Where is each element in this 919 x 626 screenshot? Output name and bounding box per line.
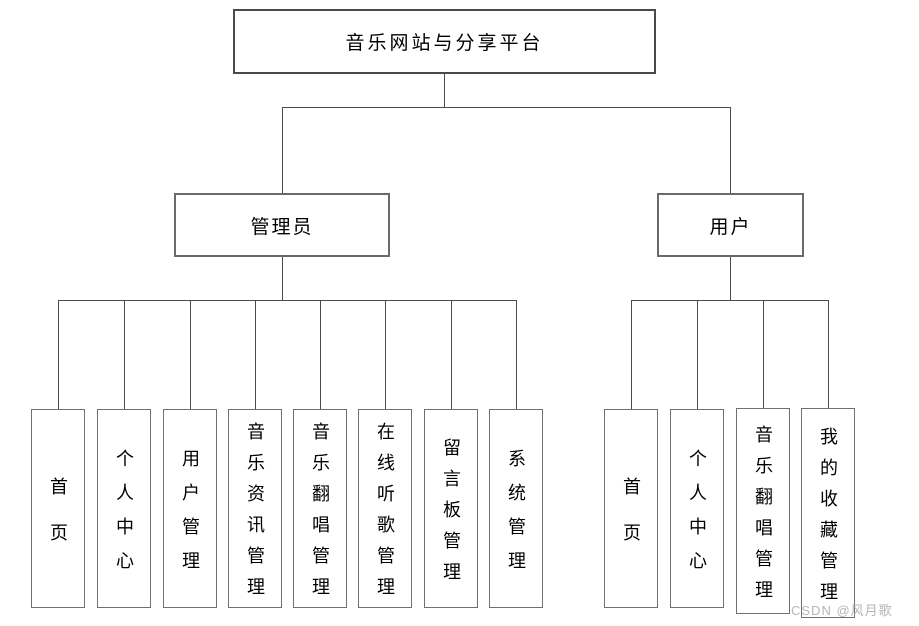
leaf-label: 在线听歌管理 [375,422,395,608]
node-root-label: 音乐网站与分享平台 [345,33,544,54]
node-user-music-cover-mgmt: 音乐翻唱管理 [736,408,790,614]
connector-line [730,257,731,300]
connector-line [730,107,731,193]
node-admin: 管理员 [174,193,390,257]
connector-line [282,107,283,193]
connector-line [385,300,386,409]
node-admin-online-listen-mgmt: 在线听歌管理 [358,409,412,608]
node-admin-music-cover-mgmt: 音乐翻唱管理 [293,409,347,608]
connector-line [451,300,452,409]
leaf-label: 音乐翻唱管理 [310,422,330,608]
connector-line [320,300,321,409]
node-admin-music-info-mgmt: 音乐资讯管理 [228,409,282,608]
connector-line [631,300,829,301]
connector-line [124,300,125,409]
connector-line [58,300,517,301]
node-user-favorites-mgmt: 我的收藏管理 [801,408,855,618]
leaf-label: 首页 [621,476,641,569]
connector-line [190,300,191,409]
leaf-label: 我的收藏管理 [818,426,838,613]
watermark: CSDN @风月歌 [791,603,893,618]
node-admin-system-mgmt: 系统管理 [489,409,543,608]
node-user-label: 用户 [709,216,752,238]
node-admin-label: 管理员 [250,216,314,238]
connector-line [828,300,829,408]
leaf-label: 首页 [48,476,68,569]
node-user-home: 首页 [604,409,658,608]
connector-line [631,300,632,409]
node-admin-personal-center: 个人中心 [97,409,151,608]
node-user-personal-center: 个人中心 [670,409,724,608]
node-admin-user-mgmt: 用户管理 [163,409,217,608]
leaf-label: 个人中心 [687,448,707,585]
leaf-label: 个人中心 [114,448,134,585]
leaf-label: 音乐资讯管理 [245,422,265,608]
leaf-label: 系统管理 [506,448,526,585]
connector-line [255,300,256,409]
node-root: 音乐网站与分享平台 [233,9,656,74]
connector-line [282,107,731,108]
leaf-label: 用户管理 [180,448,200,585]
connector-line [58,300,59,409]
node-admin-home: 首页 [31,409,85,608]
leaf-label: 音乐翻唱管理 [753,424,773,611]
connector-line [516,300,517,409]
node-admin-message-board-mgmt: 留言板管理 [424,409,478,608]
connector-line [763,300,764,408]
connector-line [444,74,445,107]
leaf-label: 留言板管理 [441,437,461,593]
node-user: 用户 [657,193,804,257]
connector-line [282,257,283,300]
connector-line [697,300,698,409]
